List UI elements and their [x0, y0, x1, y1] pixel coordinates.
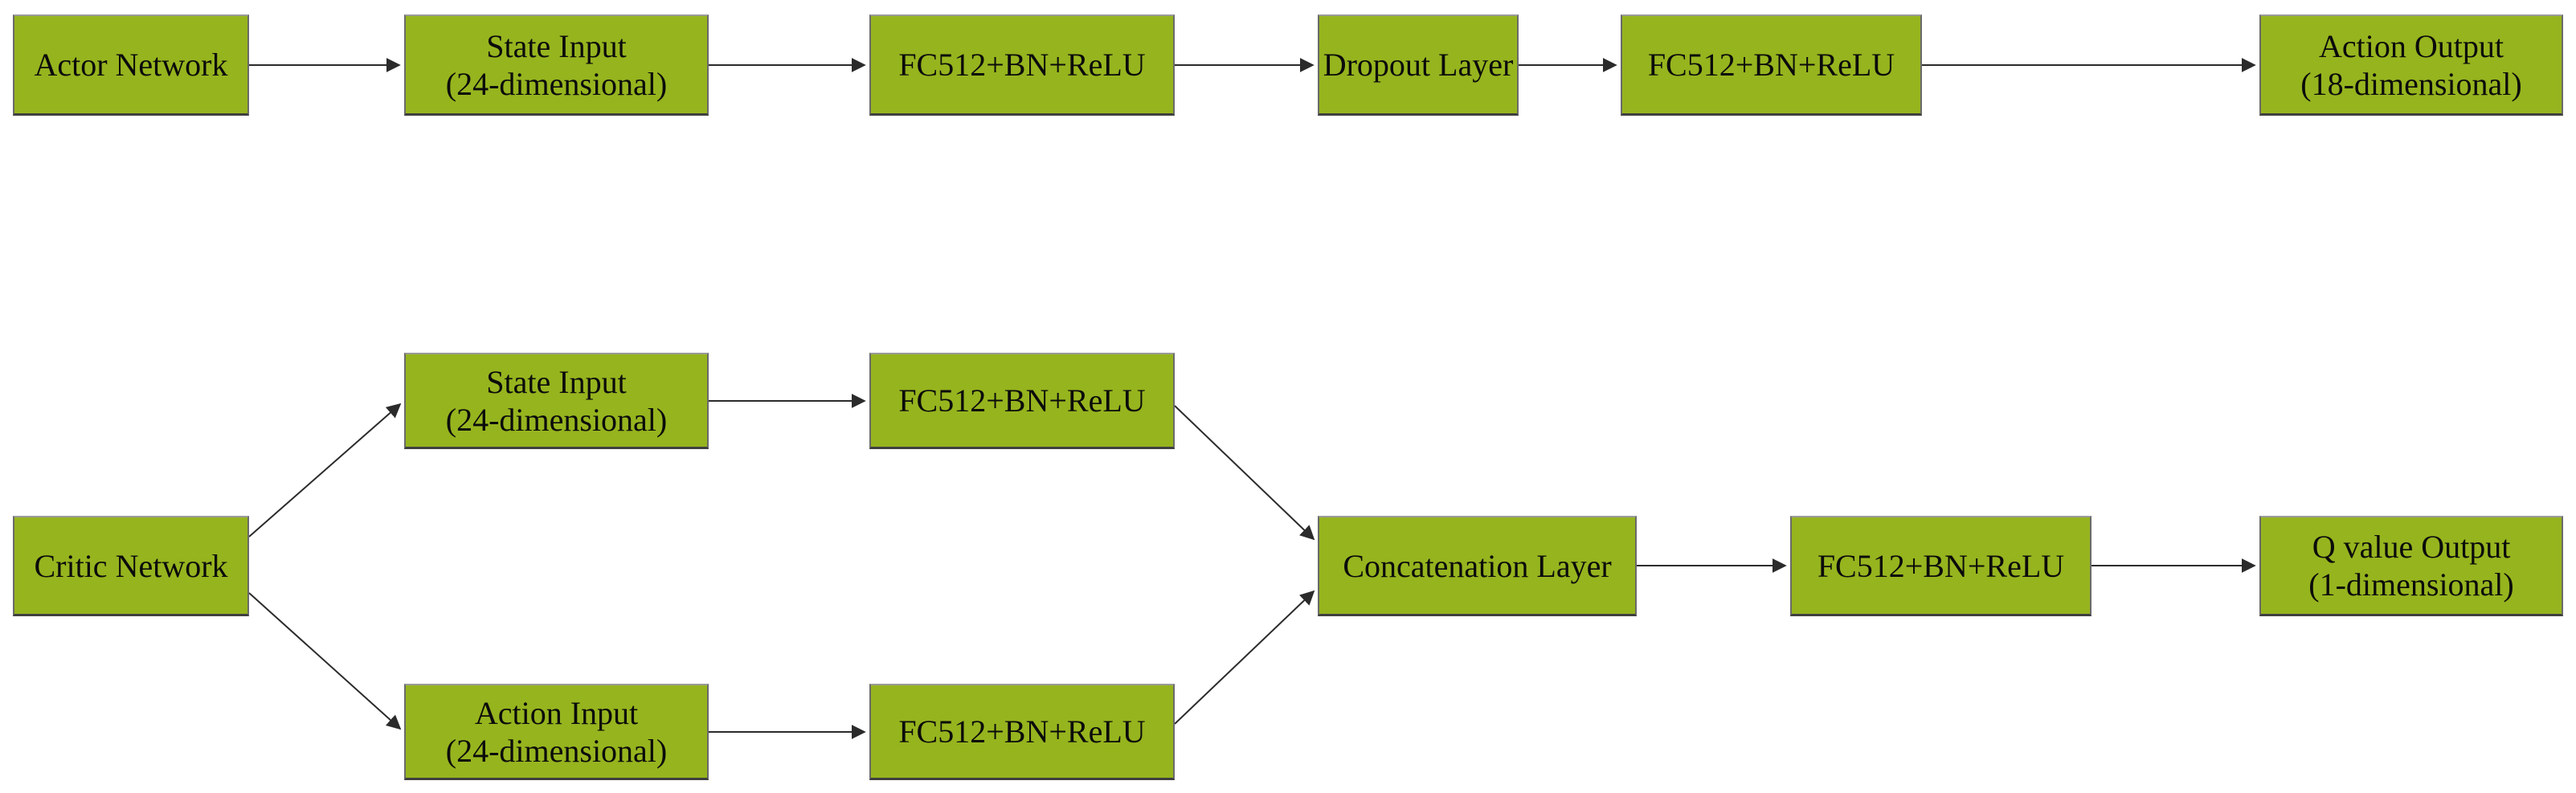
critic-action-input-line1: Action Input: [474, 694, 639, 731]
critic-fc2-label: FC512+BN+ReLU: [1817, 547, 2065, 584]
critic-action-input-line2: (24-dimensional): [445, 732, 668, 769]
critic-fc-action-label: FC512+BN+ReLU: [898, 713, 1146, 750]
critic-fc-state-node: FC512+BN+ReLU: [869, 353, 1175, 449]
edge-critic-to-state-input: [248, 403, 402, 538]
actor-action-output-line1: Action Output: [2319, 27, 2504, 64]
actor-fc1-node: FC512+BN+ReLU: [869, 14, 1175, 116]
critic-q-value-output-line2: (1-dimensional): [2308, 566, 2514, 603]
critic-q-value-output-line1: Q value Output: [2312, 529, 2511, 565]
edge-fc-action-to-concat: [1174, 590, 1315, 725]
actor-action-output-node: Action Output (18-dimensional): [2259, 14, 2563, 116]
critic-state-input-line2: (24-dimensional): [445, 401, 668, 438]
actor-fc2-node: FC512+BN+ReLU: [1621, 14, 1922, 116]
actor-network-node: Actor Network: [13, 14, 249, 116]
actor-dropout-label: Dropout Layer: [1323, 47, 1514, 83]
critic-network-node: Critic Network: [13, 516, 249, 616]
critic-q-value-output-node: Q value Output (1-dimensional): [2259, 516, 2563, 616]
actor-fc1-label: FC512+BN+ReLU: [898, 47, 1146, 83]
critic-fc2-node: FC512+BN+ReLU: [1790, 516, 2091, 616]
actor-state-input-node: State Input (24-dimensional): [404, 14, 709, 116]
critic-state-input-node: State Input (24-dimensional): [404, 353, 709, 449]
critic-fc-action-node: FC512+BN+ReLU: [869, 684, 1175, 780]
actor-dropout-node: Dropout Layer: [1318, 14, 1519, 116]
edge-critic-to-action-input: [248, 592, 402, 730]
actor-action-output-line2: (18-dimensional): [2300, 65, 2522, 102]
concatenation-layer-label: Concatenation Layer: [1343, 547, 1612, 584]
critic-state-input-line1: State Input: [486, 363, 627, 400]
edge-fc-state-to-concat: [1174, 405, 1315, 541]
critic-action-input-node: Action Input (24-dimensional): [404, 684, 709, 780]
critic-fc-state-label: FC512+BN+ReLU: [898, 382, 1146, 419]
actor-state-input-line1: State Input: [486, 27, 627, 64]
actor-network-label: Actor Network: [34, 47, 228, 83]
actor-fc2-label: FC512+BN+ReLU: [1647, 47, 1895, 83]
concatenation-layer-node: Concatenation Layer: [1318, 516, 1637, 616]
actor-state-input-line2: (24-dimensional): [445, 65, 668, 102]
critic-network-label: Critic Network: [34, 547, 228, 584]
